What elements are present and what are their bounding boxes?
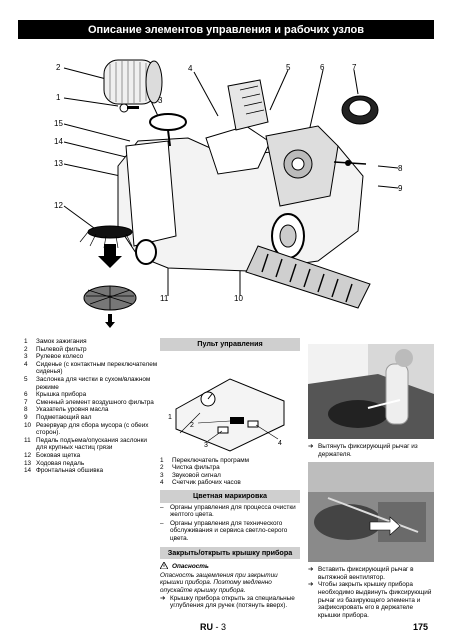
- cover-heading: Закрыть/открыть крышку прибора: [160, 546, 300, 560]
- photo-open-cover: [308, 344, 434, 439]
- callout-7: 7: [352, 63, 357, 72]
- list-item: ➔Крышку прибора открыть за специальные у…: [160, 594, 295, 610]
- danger-notice: Опасность: [159, 561, 300, 572]
- callout-13: 13: [54, 159, 63, 168]
- page-title-text: Описание элементов управления и рабочих …: [87, 23, 365, 36]
- control-panel-heading: Пульт управления: [160, 338, 300, 351]
- list-item: –Органы управления для процесса очистки …: [160, 503, 296, 519]
- callout-3: 3: [158, 96, 163, 105]
- sweeper-drawing: [63, 59, 399, 328]
- callout-14: 14: [54, 137, 63, 146]
- arrow-right-icon: ➔: [160, 594, 166, 602]
- callout-8: 8: [398, 164, 403, 173]
- dust-filter-drawing: [103, 59, 163, 105]
- arrow-right-icon: ➔: [308, 581, 314, 589]
- callout-4: 4: [188, 64, 193, 73]
- warning-icon: [159, 561, 169, 572]
- danger-text: Опасность защемления при закрытии крышки…: [160, 571, 278, 594]
- oil-dipstick-drawing: [333, 160, 367, 166]
- callout-6: 6: [320, 63, 325, 72]
- arrow-right-icon: ➔: [308, 566, 314, 574]
- machine-illustration: 2 1 3 4 5 6 7 8 9 10 11 12 13 14 15: [18, 46, 434, 338]
- color-marking-heading: Цветная маркировка: [160, 489, 300, 503]
- control-panel-drawing: 1 2 3 4: [160, 365, 300, 455]
- list-item: –Органы управления для технического обсл…: [160, 519, 288, 542]
- callout-5: 5: [286, 63, 291, 72]
- callout-1: 1: [56, 93, 61, 102]
- list-item: ➔Чтобы закрыть крышку прибора необходимо…: [308, 581, 432, 619]
- callout-10: 10: [234, 294, 243, 303]
- control-panel-sketch: [175, 378, 285, 452]
- air-filter-drawing: [341, 95, 379, 125]
- list-item: ➔Вытянуть фиксирующий рычаг из держателя…: [308, 443, 418, 458]
- list-item: ➔Вставить фиксирующий рычаг в вытяжной в…: [308, 566, 414, 581]
- sweeper-body: [117, 79, 364, 272]
- callout-11: 11: [160, 294, 169, 303]
- callout-12: 12: [54, 201, 63, 210]
- photo-locking-lever-image: [308, 462, 434, 563]
- callout-2: 2: [56, 63, 61, 72]
- right-column: ➔Вытянуть фиксирующий рычаг из держателя…: [308, 338, 434, 619]
- ignition-key-drawing: [119, 103, 139, 113]
- panel-callout-3: 3: [204, 441, 208, 449]
- panel-callout-2: 2: [190, 421, 194, 429]
- page-title: Описание элементов управления и рабочих …: [18, 20, 434, 39]
- footer-page-marker: RU - 3: [200, 622, 227, 632]
- callout-15: 15: [54, 119, 63, 128]
- panel-callout-1: 1: [168, 413, 172, 421]
- page-number: 175: [413, 622, 429, 632]
- arrow-right-icon: ➔: [308, 443, 314, 450]
- sweeping-roller-drawing: [245, 245, 371, 309]
- side-brush-detail-drawing: [83, 244, 137, 328]
- side-brush-drawing: [79, 225, 133, 249]
- photo-open-cover-image: [308, 344, 434, 439]
- panel-callout-4: 4: [278, 439, 282, 447]
- photo-locking-lever: [308, 462, 434, 563]
- callout-9: 9: [398, 184, 403, 193]
